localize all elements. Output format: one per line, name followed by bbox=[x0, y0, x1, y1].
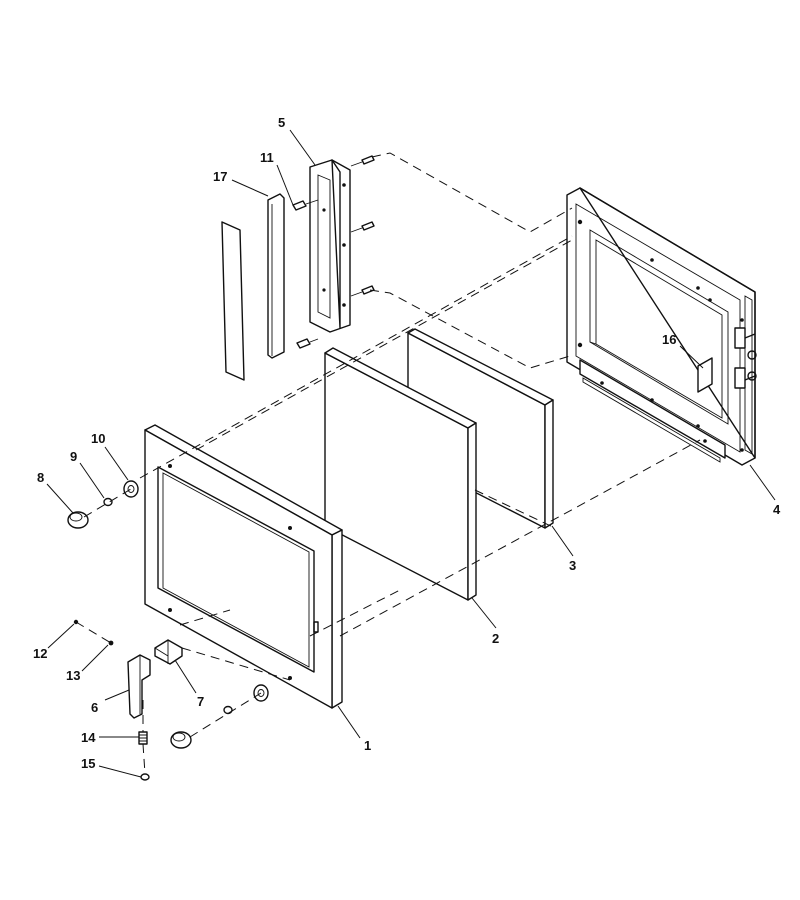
callout-15: 15 bbox=[81, 756, 95, 771]
callout-11: 11 bbox=[260, 150, 274, 165]
front-door-panel bbox=[144, 424, 343, 709]
door-back-frame bbox=[566, 187, 757, 466]
callout-17: 17 bbox=[213, 169, 227, 184]
handle-block bbox=[154, 639, 183, 665]
callout-12: 12 bbox=[33, 646, 47, 661]
callout-6: 6 bbox=[91, 700, 98, 715]
knob-lower bbox=[170, 731, 192, 749]
nut-upper bbox=[103, 497, 113, 507]
callout-14: 14 bbox=[81, 730, 96, 745]
screw bbox=[140, 773, 150, 781]
callout-4: 4 bbox=[773, 502, 781, 517]
callout-16: 16 bbox=[662, 332, 676, 347]
side-trim-cover bbox=[267, 193, 285, 359]
callout-5: 5 bbox=[278, 115, 285, 130]
callout-9: 9 bbox=[70, 449, 77, 464]
bushing-upper bbox=[123, 480, 139, 498]
hinge-screws bbox=[350, 155, 375, 297]
knob-upper bbox=[67, 511, 89, 529]
nut-lower bbox=[223, 705, 233, 715]
callout-13: 13 bbox=[66, 668, 80, 683]
hinge-mount-screws bbox=[292, 199, 319, 349]
front-glass-panel bbox=[324, 347, 477, 601]
gasket-strip bbox=[221, 221, 245, 381]
hinge-bracket bbox=[309, 155, 375, 333]
washer bbox=[108, 640, 114, 646]
leader-lines bbox=[46, 129, 776, 778]
callout-8: 8 bbox=[37, 470, 44, 485]
assembly-lines bbox=[75, 152, 701, 775]
callout-10: 10 bbox=[91, 431, 105, 446]
callout-3: 3 bbox=[569, 558, 576, 573]
callout-7: 7 bbox=[197, 694, 204, 709]
callout-2: 2 bbox=[492, 631, 499, 646]
door-handle bbox=[127, 654, 151, 719]
callout-1: 1 bbox=[364, 738, 371, 753]
callout-labels: 1 2 3 4 5 6 7 8 9 10 11 12 13 14 15 16 1… bbox=[33, 115, 781, 771]
spring bbox=[138, 731, 148, 745]
